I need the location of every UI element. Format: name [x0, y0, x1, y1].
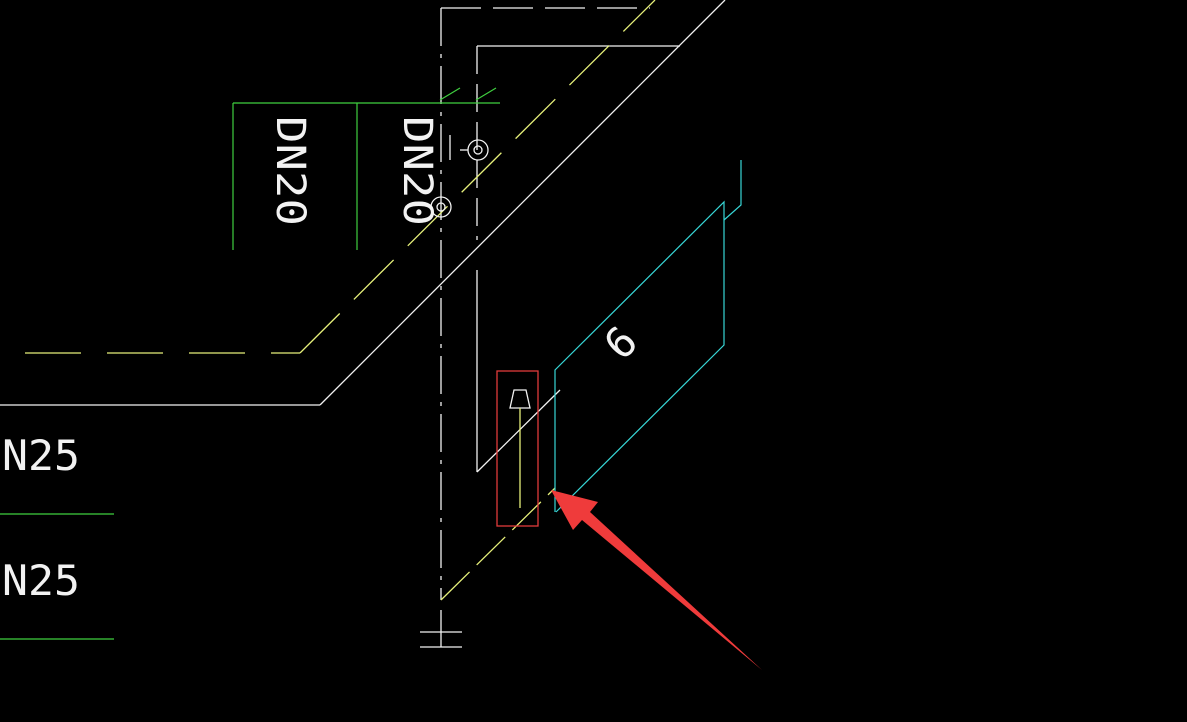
- valve-symbol-icon: [430, 196, 452, 218]
- pipe-size-label-upper-left: N25: [2, 431, 80, 480]
- pipe-size-label-left: DN20: [267, 116, 313, 226]
- valve-symbol-icon: [449, 135, 489, 161]
- cyan-fixture-outline: [554, 160, 742, 513]
- green-leader-lines: [0, 513, 114, 640]
- white-diagonal-pipe: [0, 0, 726, 406]
- pipe-end-cap-icon: [420, 610, 462, 648]
- fixture-number-label: 6: [594, 317, 647, 370]
- green-label-bracket: [232, 87, 500, 250]
- pipe-size-label-lower-left: N25: [2, 556, 80, 605]
- white-branch-vertical: [476, 45, 680, 473]
- highlight-box: [496, 370, 539, 527]
- floor-drain-icon: [509, 389, 531, 508]
- yellow-dashed-pipe: [25, 0, 656, 601]
- pipe-size-label-right: DN20: [394, 116, 440, 226]
- white-riser-dashed: [440, 7, 650, 600]
- annotation-arrow-icon: [551, 490, 762, 670]
